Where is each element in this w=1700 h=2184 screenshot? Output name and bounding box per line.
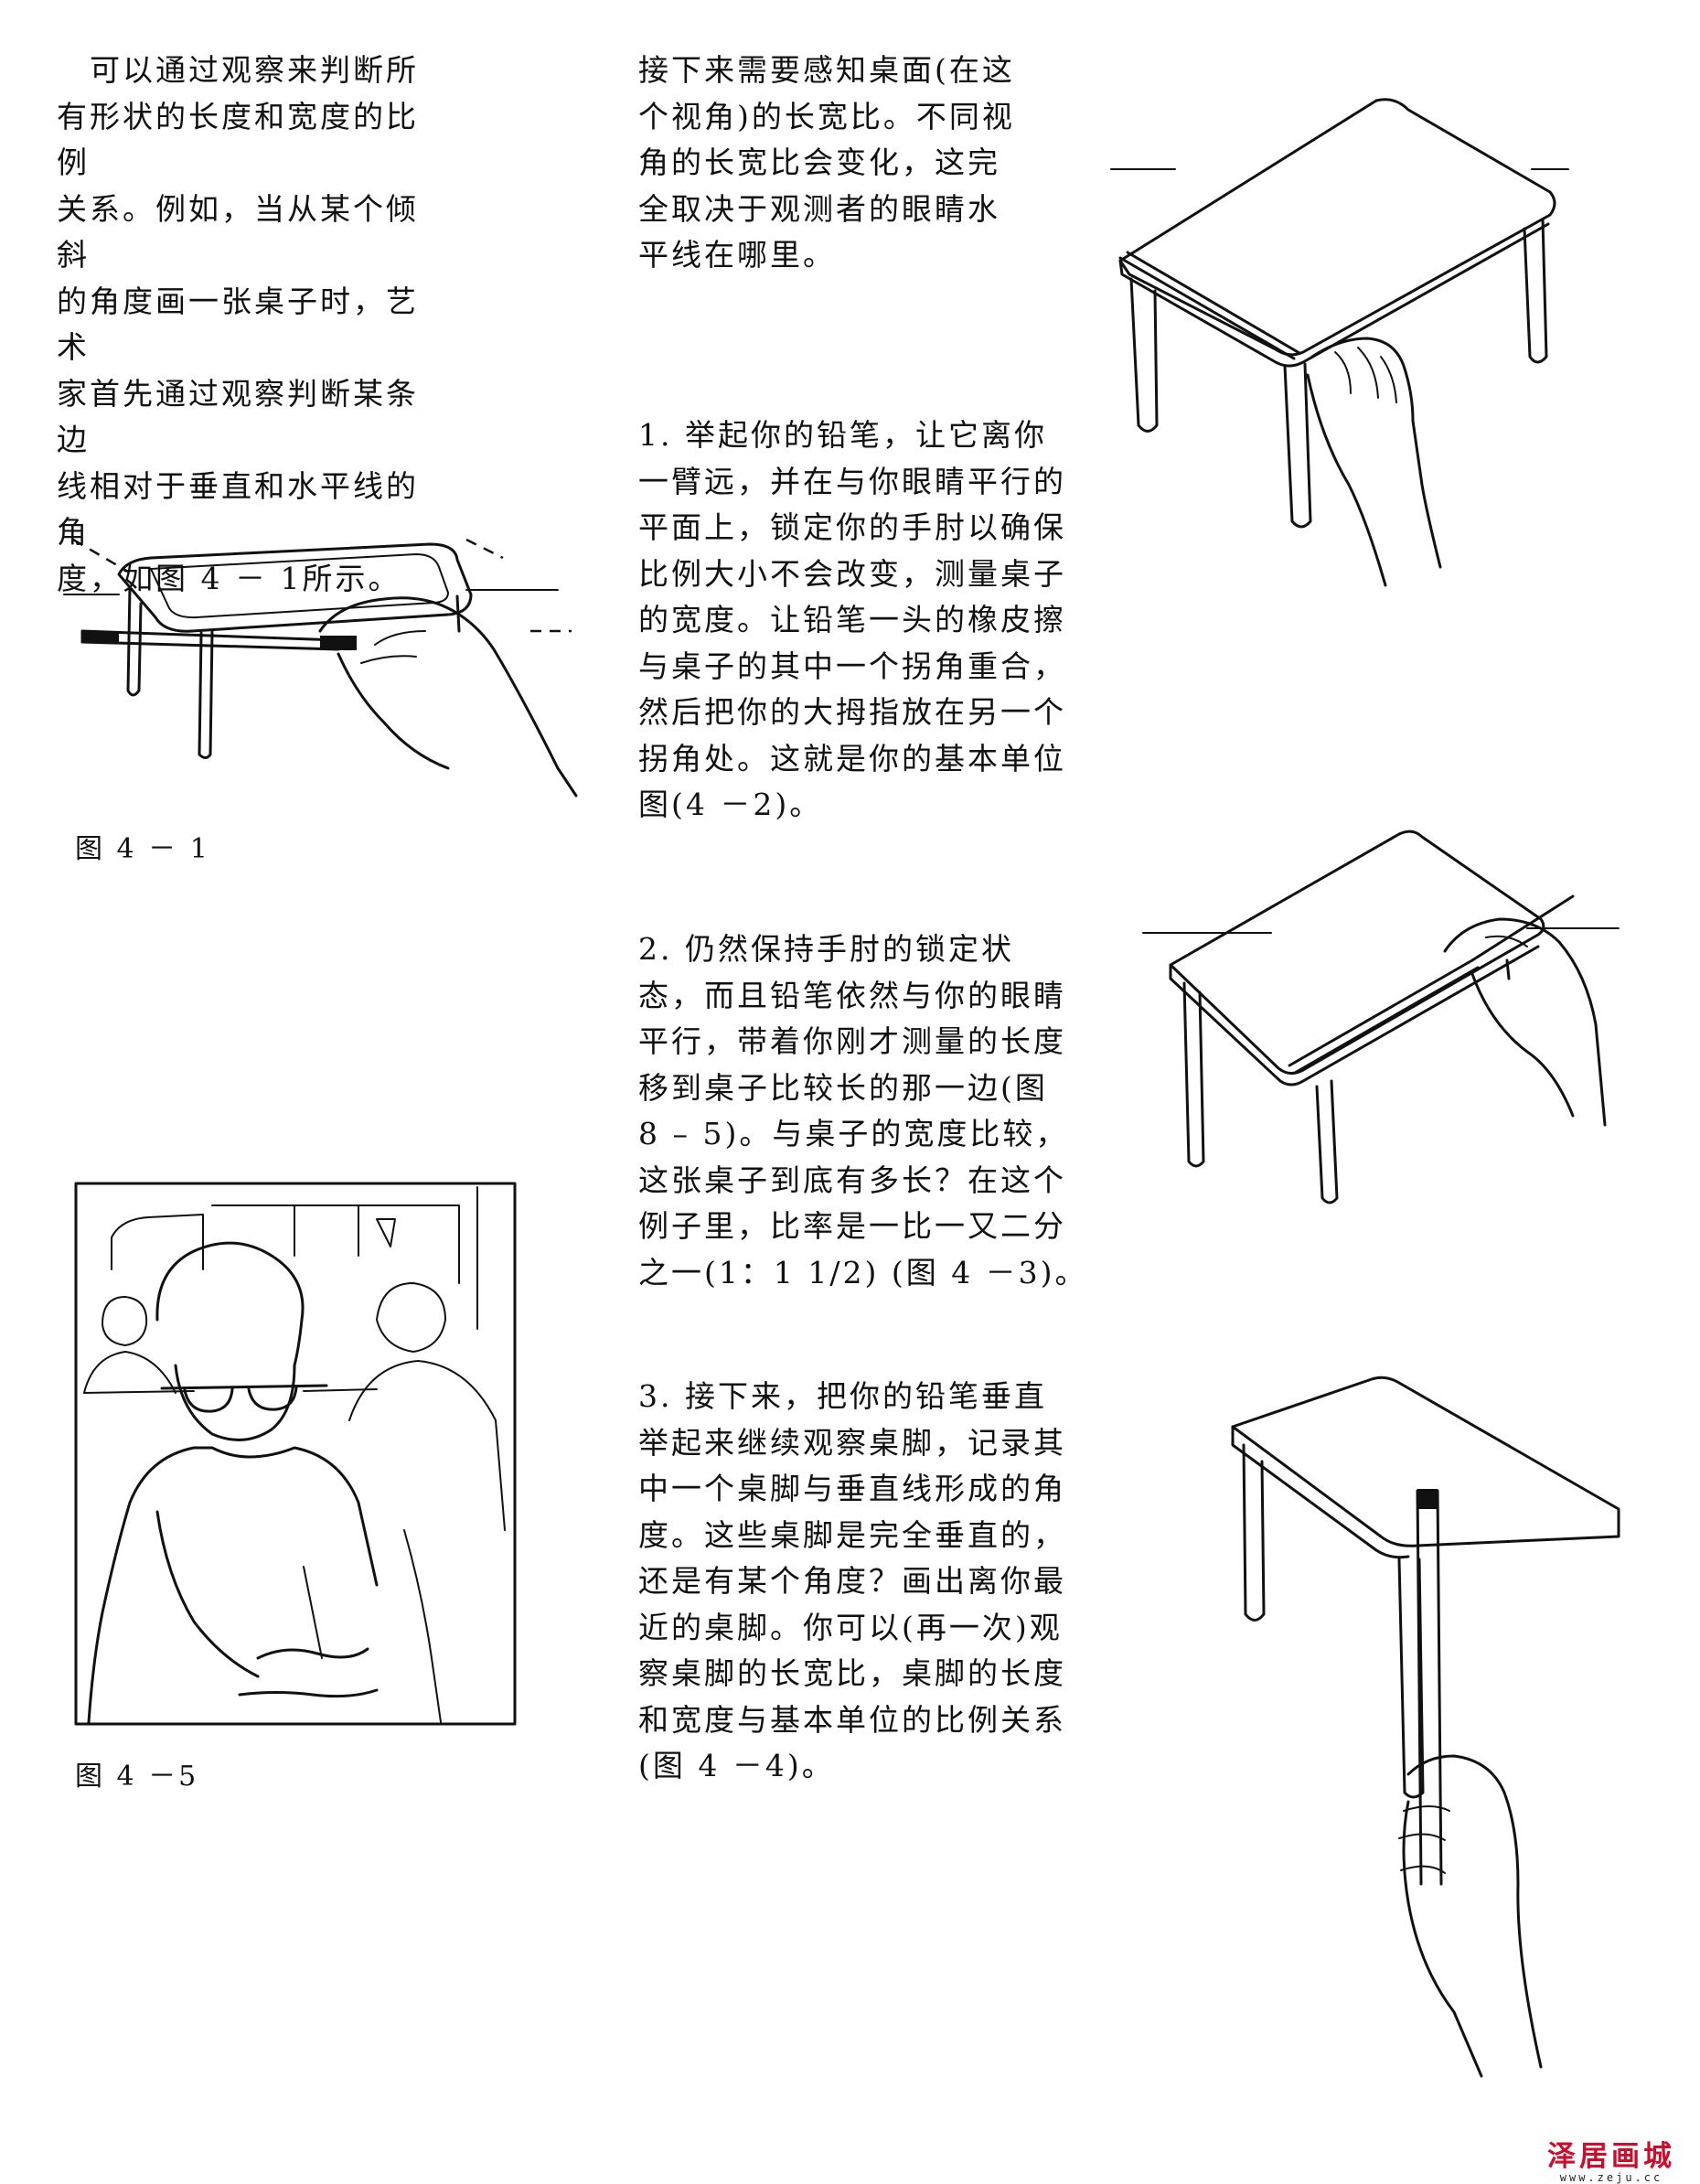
watermark-url: www.zeju.cc [1559,2171,1663,2184]
figure-4-1-caption: 图 4 － 1 [75,833,210,865]
figure-4-5-caption: 图 4 －5 [75,1761,199,1793]
step-3-paragraph: 3. 接下来，把你的铅笔垂直 举起来继续观察桌脚，记录其 中一个桌脚与垂直线形成… [638,1378,1066,1783]
figure-4-3-table-pencil-long-side-drawing [1143,823,1619,1207]
figure-4-5-classroom-sketch [75,1183,516,1725]
aspect-paragraph: 接下来需要感知桌面(在这 个视角)的长宽比。不同视 角的长宽比会变化，这完 全取… [638,52,1015,273]
intro-paragraph: 可以通过观察来判断所 有形状的长度和宽度的比例 关系。例如，当从某个倾斜 的角度… [57,52,419,596]
watermark-text: 泽居画城 [1547,2140,1675,2173]
site-watermark-logo: 泽居画城 www.zeju.cc [1529,2142,1694,2184]
figure-4-2-table-hand-drawing [1111,91,1587,604]
figure-4-1-table-pencil-drawing [64,494,613,805]
step-1-paragraph: 1. 举起你的铅笔，让它离你 一臂远，并在与你眼睛平行的 平面上，锁定你的手肘以… [638,417,1066,822]
figure-4-4-table-leg-vertical-pencil-drawing [1225,1372,1628,2085]
step-2-paragraph: 2. 仍然保持手肘的锁定状 态，而且铅笔依然与你的眼睛 平行，带着你刚才测量的长… [638,931,1088,1290]
